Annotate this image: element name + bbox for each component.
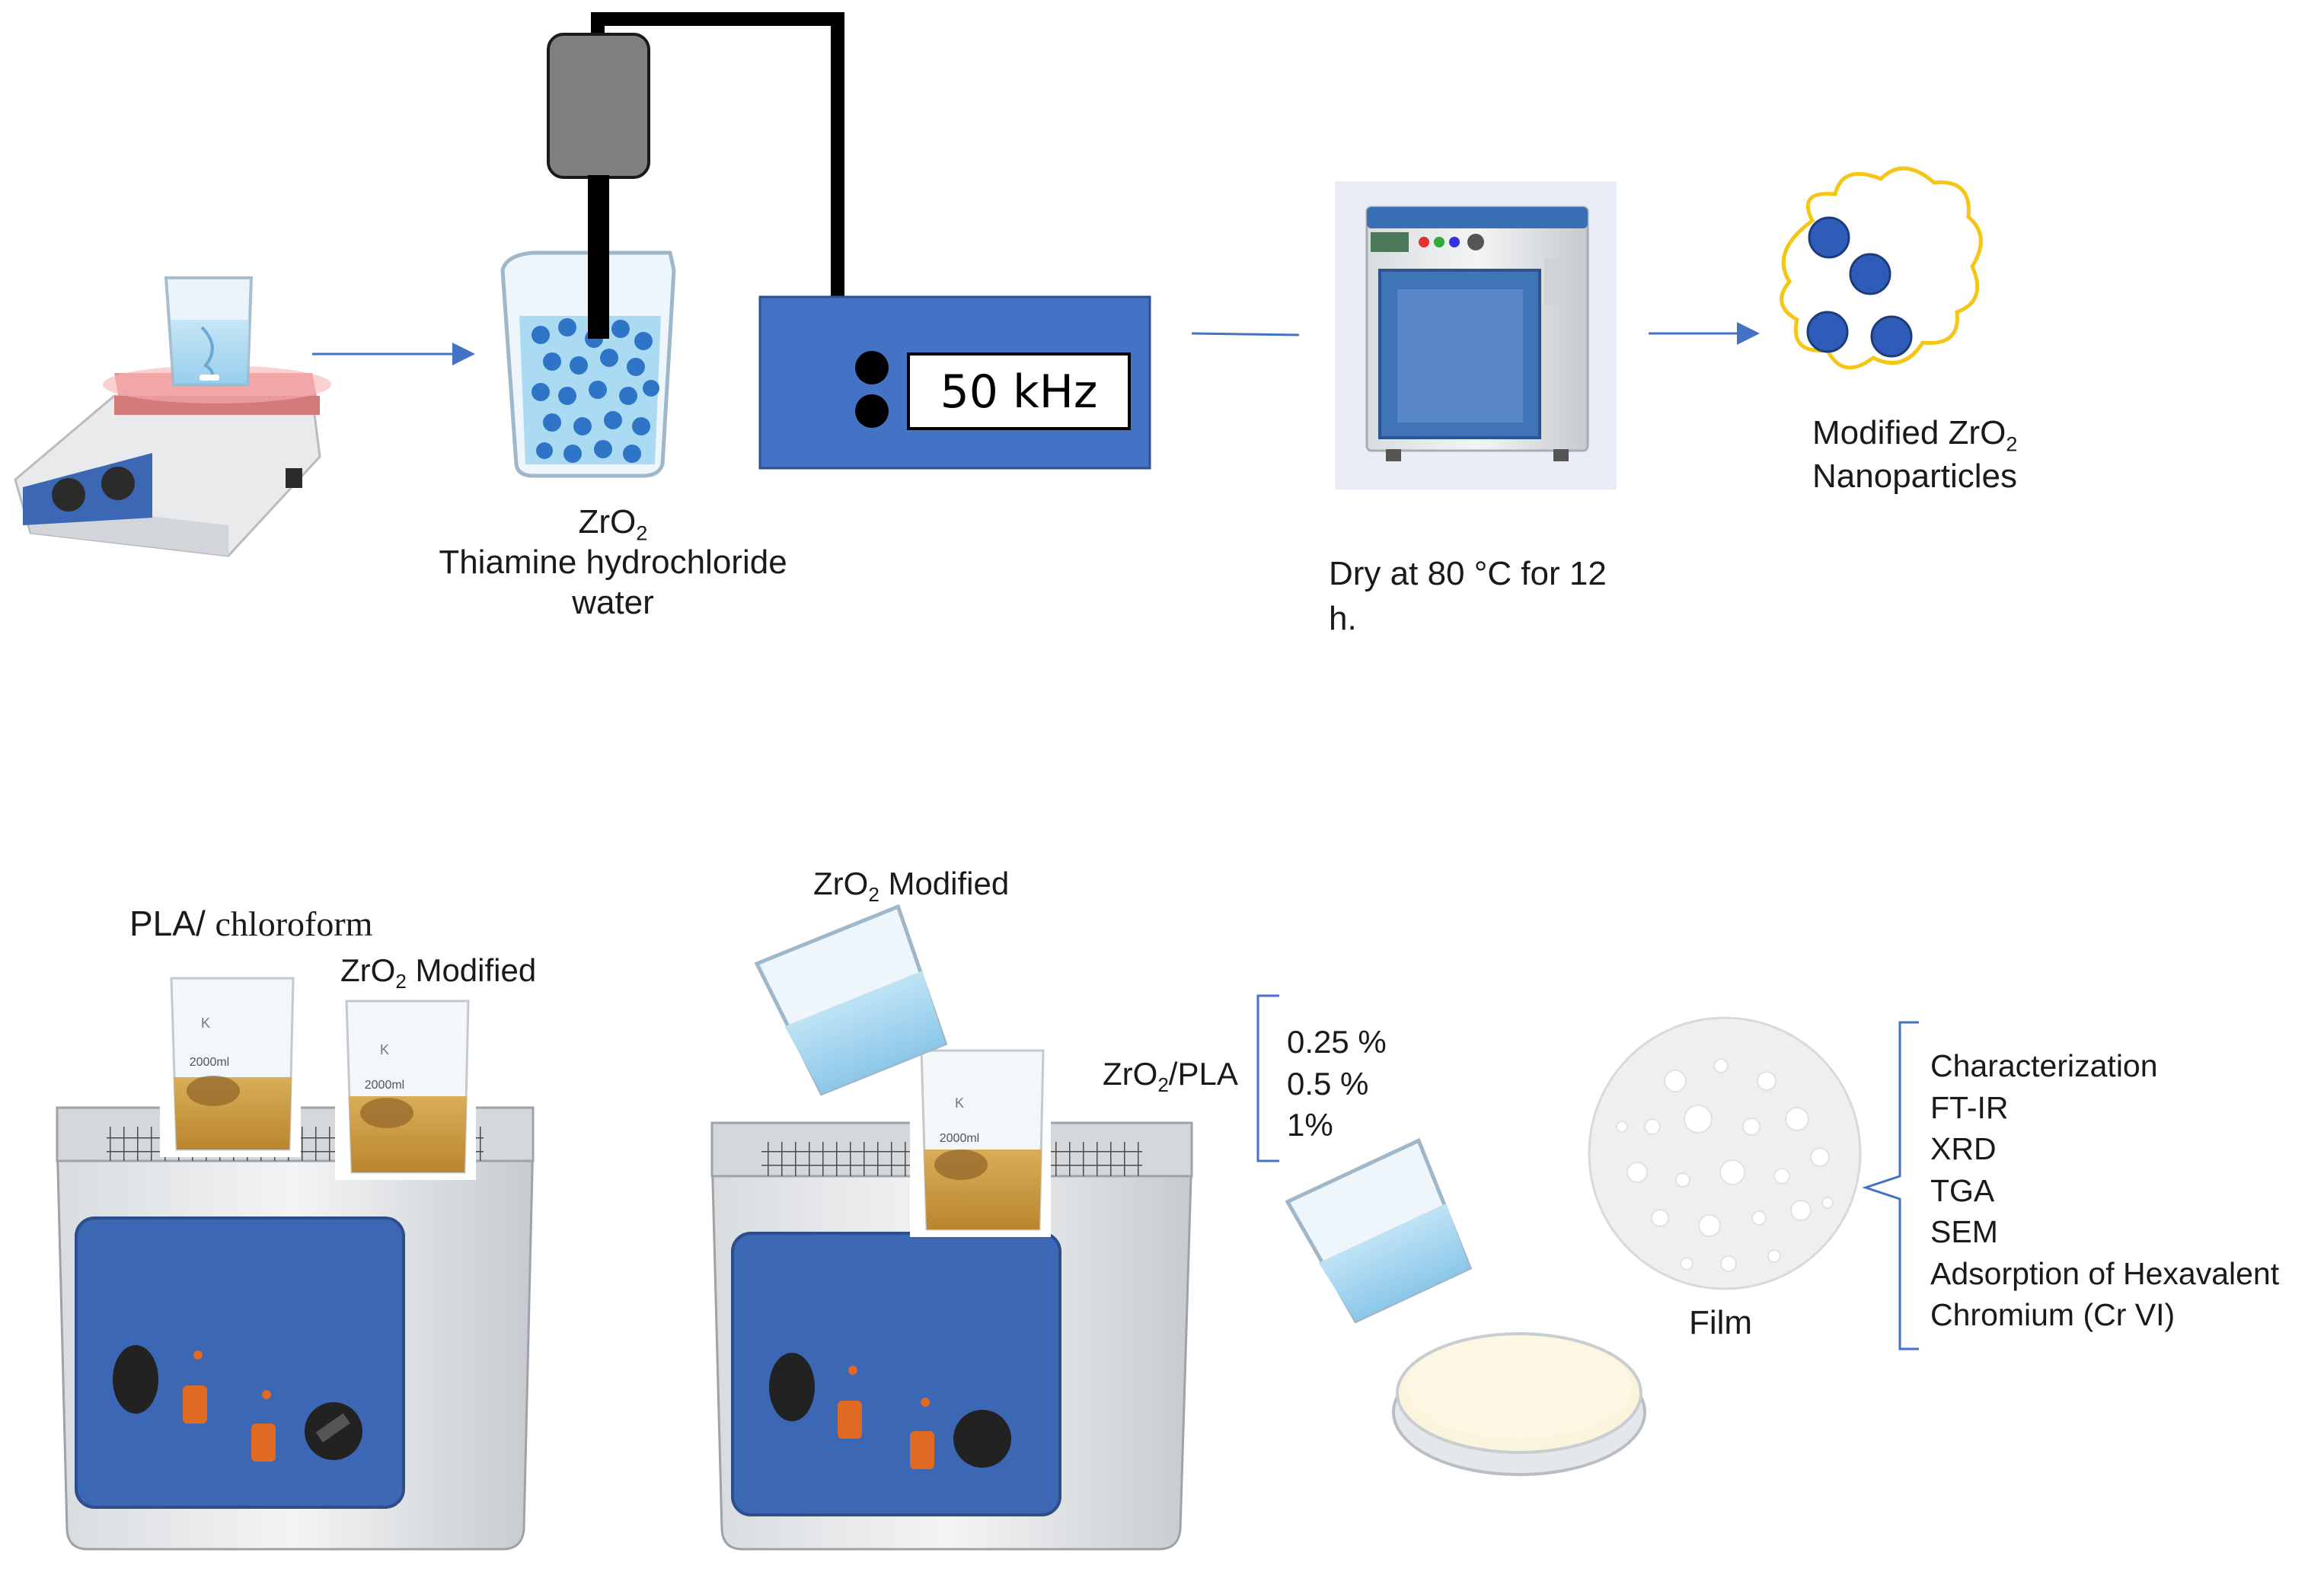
svg-text:2000ml: 2000ml [365,1079,404,1092]
svg-text:K: K [955,1095,964,1111]
characterization-item: SEM [1930,1214,1998,1250]
drying-oven-icon [1335,181,1617,489]
sonicator-probe-rod [588,175,609,339]
ratio-item: 0.5 % [1287,1065,1369,1102]
zro2-modified-label-1: ZrO2 Modified [340,952,537,993]
dry-line-1: Dry at 80 °C for 12 [1329,555,1607,592]
sonicator-cable [591,12,844,297]
zro2-modified-label-2: ZrO2 Modified [813,866,1010,907]
zro2-modified-beaker-icon: K 2000ml [335,990,476,1180]
dry-conditions-label: Dry at 80 °C for 12 h. [1329,551,1607,642]
product-line-1: Modified ZrO2 [1812,414,2018,456]
ratio-item: 1% [1287,1107,1333,1143]
ultrasonic-bath-2-icon [710,1121,1193,1551]
pla-chloroform-label: PLA/ chloroform [129,904,373,943]
characterization-item: Chromium (Cr VI) [1930,1297,2176,1333]
reagent-formula: ZrO2 [578,503,648,545]
composite-label: ZrO2/PLA [1103,1056,1238,1097]
frequency-display [907,352,1131,430]
dry-line-2: h. [1329,600,1357,638]
characterization-item: Characterization [1930,1048,2158,1083]
characterization-item: TGA [1930,1172,1995,1208]
characterization-item: FT-IR [1930,1089,2009,1125]
svg-text:K: K [380,1042,389,1057]
characterization-item: Adsorption of Hexavalent [1930,1255,2280,1291]
ratio-item: 0.25 % [1287,1024,1387,1060]
frequency-value: 50 kHz [940,365,1098,419]
sonication-beaker-icon [500,250,676,478]
svg-text:2000ml: 2000ml [190,1056,229,1069]
svg-text:2000ml: 2000ml [940,1132,979,1145]
bath-2-beaker-icon: K 2000ml [910,1039,1051,1237]
generator-button-bottom-icon [855,394,889,428]
flow-line-2 [1191,332,1300,336]
generator-button-top-icon [855,351,889,384]
reagent-thiamine: Thiamine hydrochloride [439,543,787,581]
film-label: Film [1689,1304,1753,1341]
hot-plate-stirrer-icon [14,276,331,557]
reagent-water: water [572,583,654,621]
petri-dish-icon [1392,1332,1646,1476]
reagent-label: ZrO2 Thiamine hydrochloride water [411,502,815,623]
characterization-item: XRD [1930,1131,1997,1167]
svg-text:K: K [201,1016,210,1031]
pouring-beaker-2-icon [1285,1137,1473,1324]
ratio-bracket [1256,994,1279,1162]
characterization-list: Characterization FT-IR XRD TGA SEM Adsor… [1930,1045,2279,1336]
film-icon [1588,1016,1862,1290]
pouring-beaker-icon [754,904,948,1096]
ratio-list: 0.25 % 0.5 % 1% [1287,1022,1387,1146]
sonicator-probe-head-icon [547,33,650,179]
product-line-2: Nanoparticles [1812,458,2018,496]
product-label: Modified ZrO2 Nanoparticles [1812,411,2017,498]
pla-chloroform-beaker-icon: K 2000ml [160,967,301,1157]
modified-nanoparticles-icon [1780,166,1983,370]
characterization-bracket [1862,1021,1919,1350]
